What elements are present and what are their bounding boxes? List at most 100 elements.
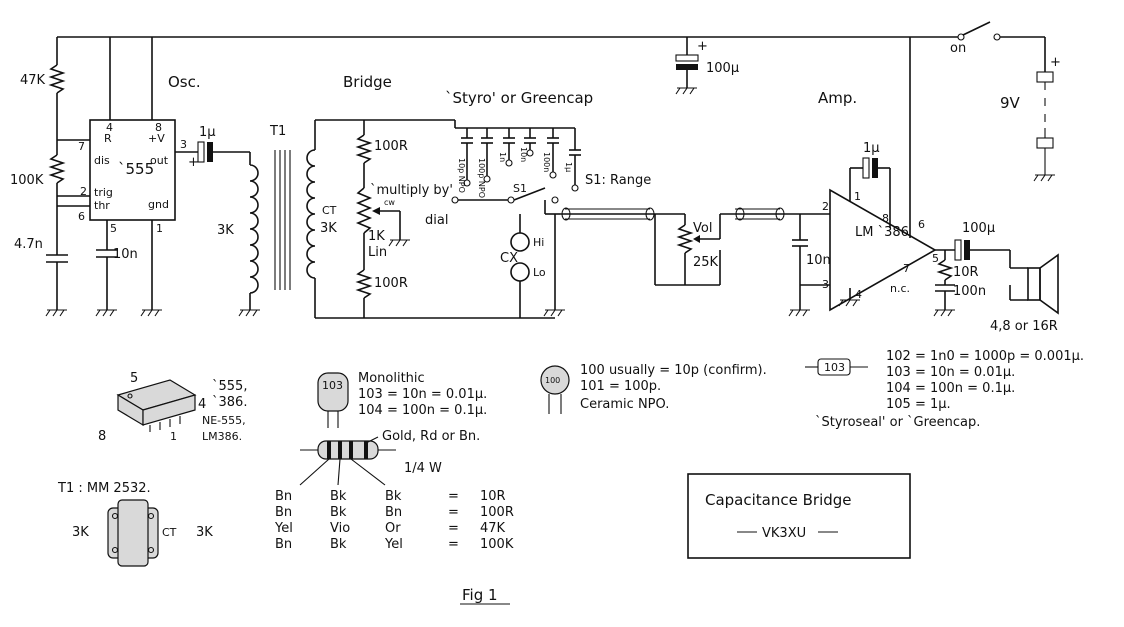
svg-text:5: 5 [130,371,138,386]
svg-text:100 usually = 10p (confirm).: 100 usually = 10p (confirm). [580,363,767,378]
svg-text:10p NPO: 10p NPO [457,158,466,193]
svg-text:10R: 10R [953,265,979,280]
color-table-cell: 47K [480,521,506,536]
svg-text:gnd: gnd [148,198,169,211]
svg-text:103 = 10n = 0.01µ.: 103 = 10n = 0.01µ. [886,365,1015,380]
label-c47n: 4.7n [14,237,43,252]
svg-text:105 = 1µ.: 105 = 1µ. [886,397,951,412]
svg-text:8: 8 [155,121,162,134]
lm386-amp [829,157,1059,315]
svg-text:1: 1 [854,190,861,203]
svg-text:Hi: Hi [533,236,544,249]
svg-text:5: 5 [932,252,939,265]
label-lm386: LM `386 [855,225,909,240]
label-cx: CX [500,251,518,266]
label-amp: Amp. [818,89,857,107]
svg-text:4: 4 [198,397,206,412]
svg-text:1µ: 1µ [863,141,880,156]
lm386-triangle [829,188,937,312]
color-table-cell: Bk [330,537,347,552]
label-t1-part: T1 : MM 2532. [57,481,151,496]
svg-text:6: 6 [918,218,925,231]
range-capacitors [461,128,581,192]
svg-text:CT: CT [162,526,177,539]
label-monolithic: Monolithic [358,371,425,386]
power-rail: + + [57,21,1061,238]
label-range: S1: Range [585,173,651,188]
label-osc: Osc. [168,73,201,91]
color-table-cell: Vio [330,521,350,536]
svg-text:1n: 1n [498,152,507,162]
svg-text:+: + [188,155,199,170]
svg-text:NE-555,: NE-555, [202,414,246,427]
ground-symbols [45,87,1055,317]
svg-text:100: 100 [545,376,560,385]
color-table-cell: Bk [385,489,402,504]
label-filter-cap: 10n [806,253,831,268]
label-speaker: 4,8 or 16R [990,319,1058,334]
svg-text:7: 7 [78,140,85,153]
label-r47k: 47K [20,73,46,88]
svg-text:1/4 W: 1/4 W [404,461,442,476]
color-table-cell: 10R [480,489,506,504]
color-table-cell: = [448,489,459,504]
color-table-cell: Bn [275,537,292,552]
label-primary: 3K [217,223,234,238]
color-table-cell: 100R [480,505,514,520]
label-bypass-cap: 100µ [706,61,739,76]
color-table-cell: = [448,521,459,536]
svg-text:+V: +V [148,132,165,145]
speaker-icon [1027,267,1041,301]
battery-symbol: + [1036,55,1061,175]
svg-text:10n: 10n [519,147,528,162]
svg-text:2: 2 [80,185,87,198]
svg-text:103: 103 [322,379,343,392]
svg-text:Ceramic NPO.: Ceramic NPO. [580,397,669,412]
color-table-cell: Yel [274,521,293,536]
svg-text:Lin: Lin [368,245,387,260]
label-caps-header: `Styro' or Greencap [445,89,593,107]
title-box [687,473,911,559]
svg-text:4: 4 [106,121,113,134]
color-table-cell: = [448,537,459,552]
color-table-cell: Or [385,521,401,536]
svg-text:100n: 100n [542,152,551,172]
svg-text:3K: 3K [320,221,337,236]
svg-text:8: 8 [98,429,106,444]
label-r100-bottom: 100R [374,276,408,291]
svg-text:n.c.: n.c. [890,282,910,295]
ic-555 [89,119,176,221]
amp-input-section [560,207,830,310]
svg-text:25K: 25K [693,255,719,270]
svg-text:102 = 1n0 = 1000p = 0.001µ.: 102 = 1n0 = 1000p = 0.001µ. [886,349,1084,364]
title: Capacitance Bridge [705,491,852,509]
svg-text:8: 8 [882,212,889,225]
figure-label: Fig 1 [462,586,498,604]
label-out-cap: 100µ [962,221,995,236]
label-switch: on [950,41,966,56]
svg-text:3: 3 [822,278,829,291]
label-t1: T1 [269,124,286,139]
svg-text:104 = 100n = 0.1µ.: 104 = 100n = 0.1µ. [886,381,1015,396]
svg-text:2: 2 [822,200,829,213]
label-dial: dial [425,213,448,228]
label-r100-top: 100R [374,139,408,154]
svg-text:100p NPO: 100p NPO [477,158,486,198]
svg-text:103: 103 [824,361,845,374]
label-styroseal: `Styroseal' or `Greencap. [815,415,980,430]
svg-text:1µ: 1µ [564,162,573,172]
bypass-capacitor: + [675,37,708,88]
svg-text:101 = 100p.: 101 = 100p. [580,379,661,394]
color-table-cell: 100K [480,537,514,552]
svg-text:Gold, Rd or Bn.: Gold, Rd or Bn. [382,429,480,444]
label-vol: Vol [693,221,712,236]
label-multiply: `multiply by' [370,183,453,198]
color-table-cell: Yel [384,537,403,552]
svg-text:LM386.: LM386. [202,430,242,443]
color-table-cell: Bn [275,505,292,520]
color-table-cell: Bk [330,505,347,520]
label-555: `555 [118,160,154,178]
label-s1: S1 [513,182,527,195]
svg-text:3K: 3K [196,525,213,540]
